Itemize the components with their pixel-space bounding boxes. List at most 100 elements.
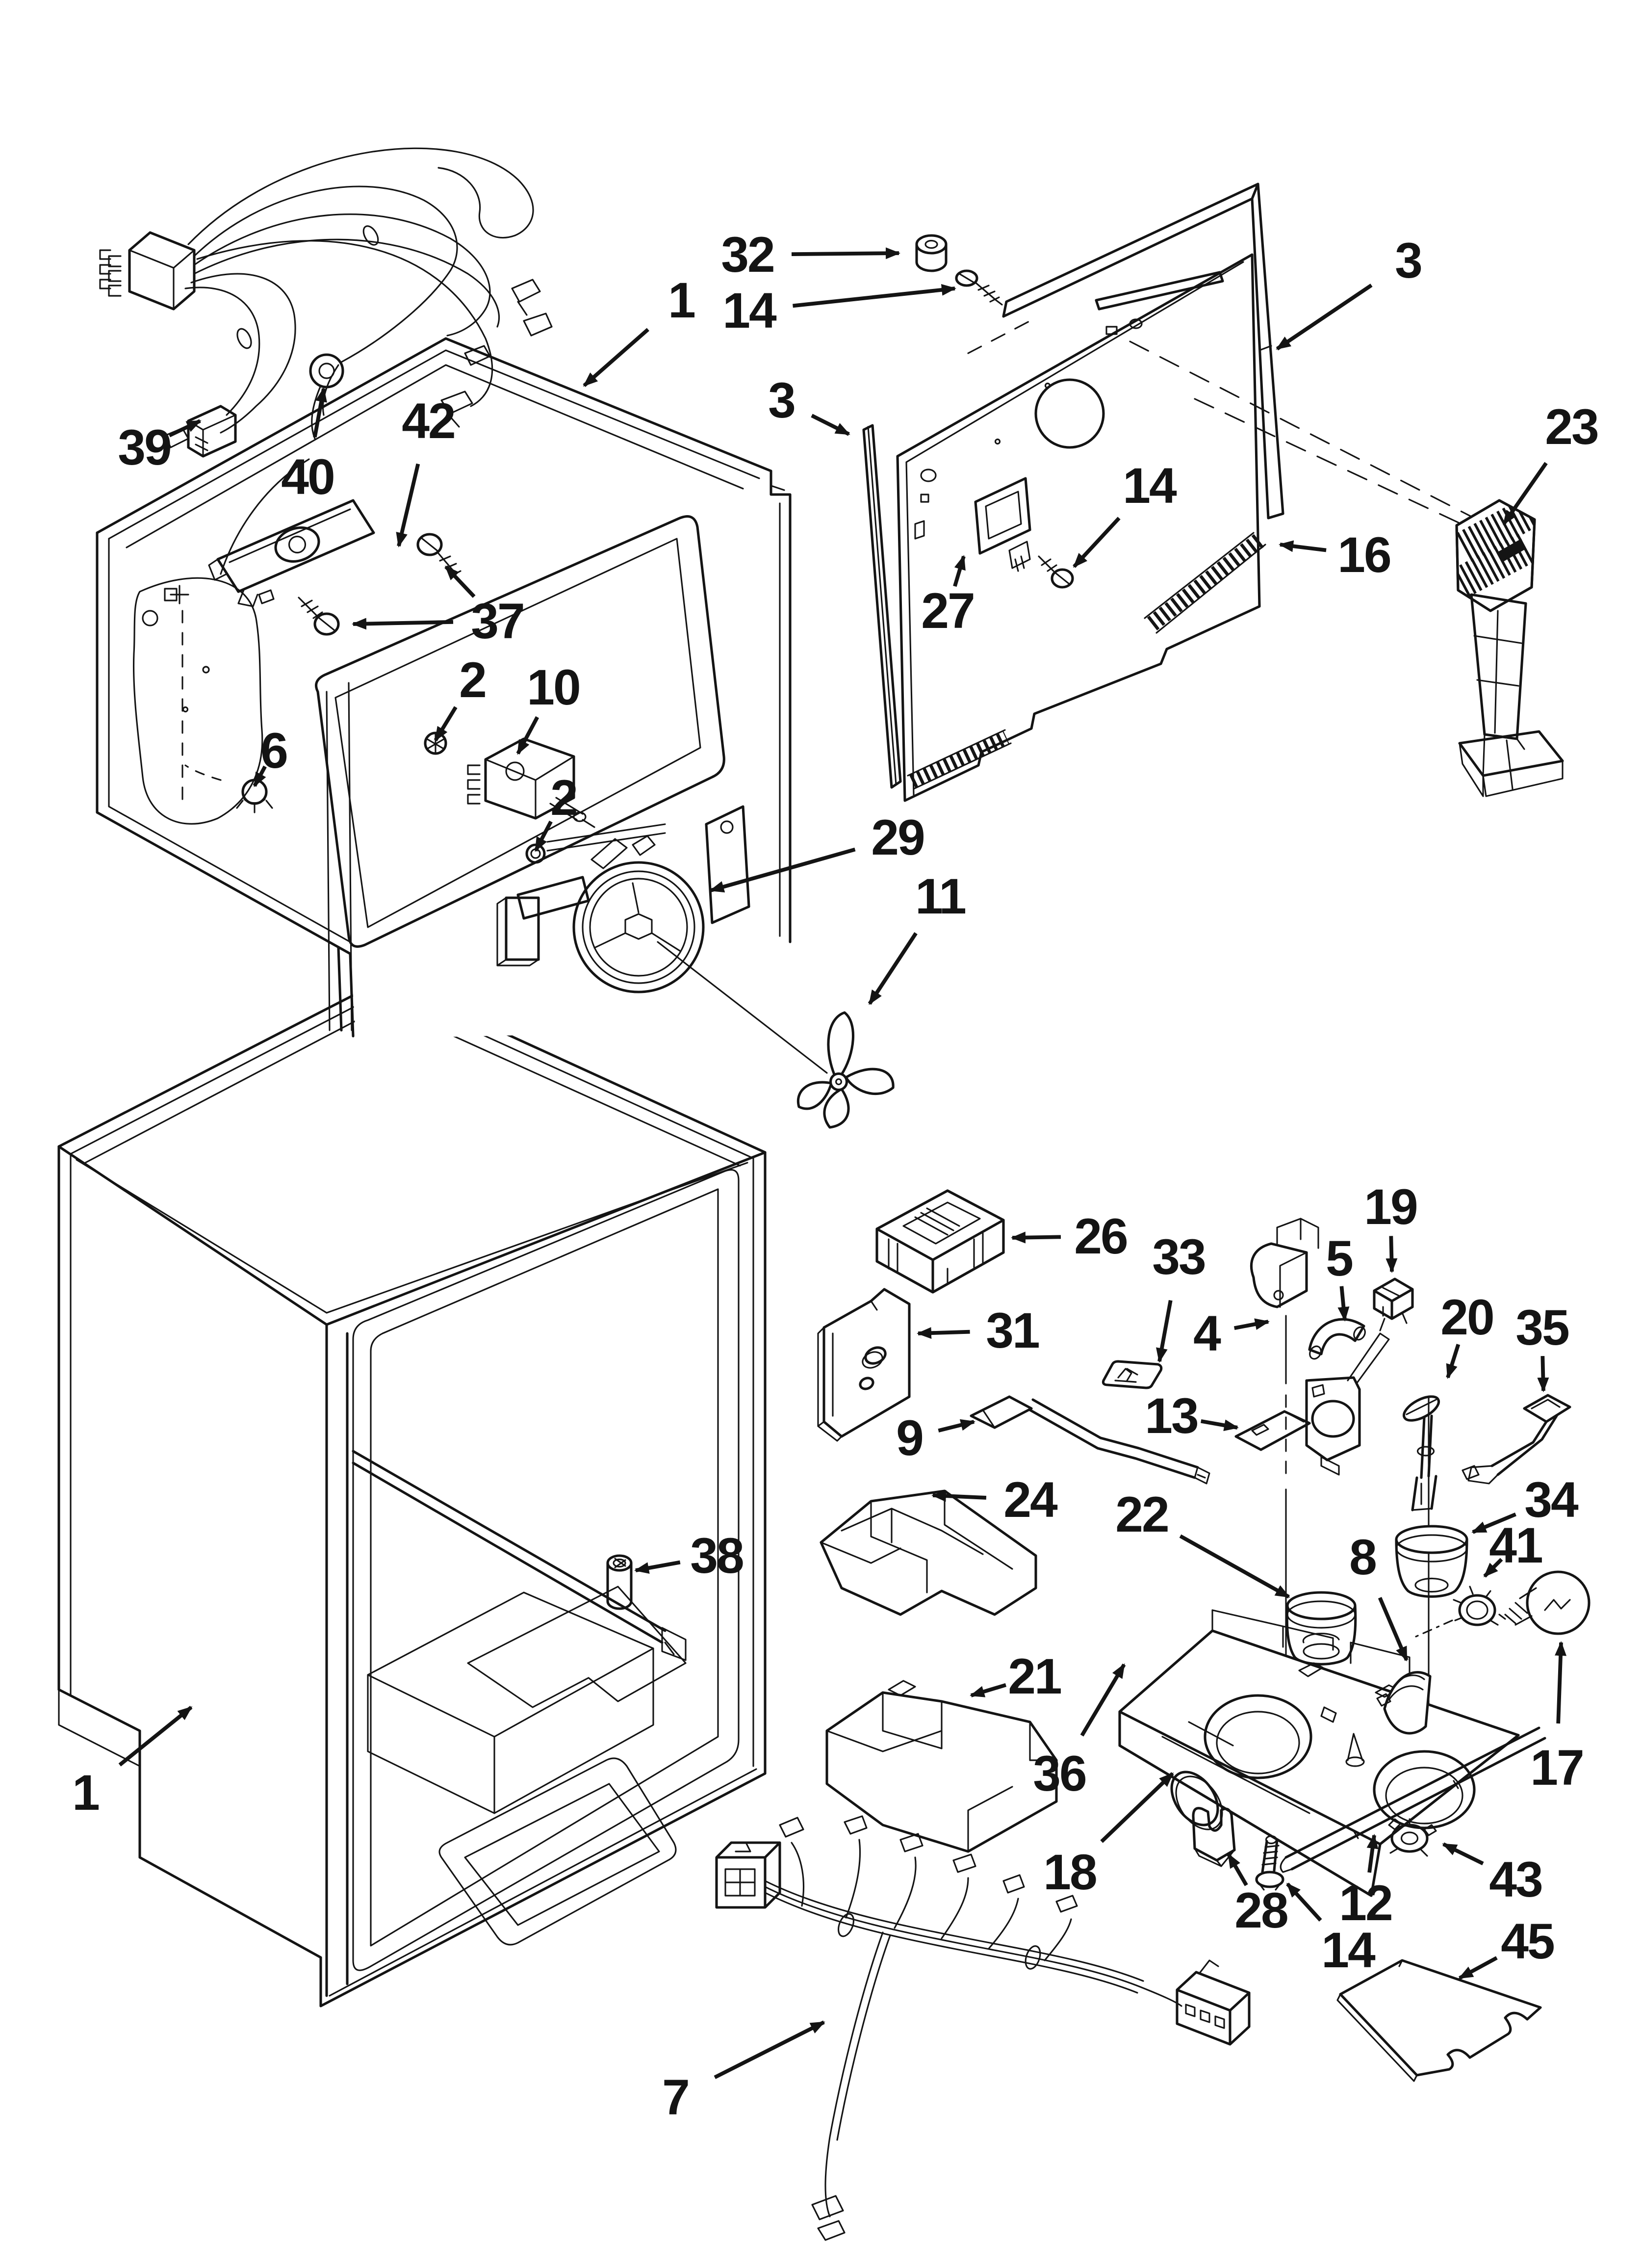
leader-arrow-28	[1227, 1853, 1248, 1886]
part-number-14: 14	[1123, 458, 1177, 514]
leader-arrow-42	[396, 463, 420, 547]
leader-arrow-29	[709, 847, 856, 893]
grommet-32	[915, 234, 948, 272]
part-number-40: 40	[281, 449, 334, 505]
part-number-22: 22	[1115, 1486, 1168, 1542]
part-number-34: 34	[1524, 1472, 1579, 1528]
leader-arrow-4	[1233, 1318, 1270, 1330]
part-number-35: 35	[1515, 1300, 1568, 1356]
leader-arrow-16	[1279, 540, 1327, 552]
standoff-38	[606, 1554, 633, 1610]
part-number-38: 38	[690, 1528, 743, 1584]
part-number-14: 14	[1321, 1922, 1376, 1978]
screws-37	[298, 533, 462, 636]
part-number-13: 13	[1145, 1388, 1198, 1444]
screw-14-bottom	[1255, 1835, 1284, 1891]
foam-shield-21	[825, 1680, 1058, 1853]
part-number-32: 32	[721, 227, 773, 283]
lamp-socket-41	[1411, 1586, 1499, 1639]
shield-paper-45	[1336, 1959, 1542, 2082]
leader-arrow-22	[1179, 1534, 1290, 1599]
part-number-12: 12	[1339, 1875, 1391, 1931]
support-clip-19	[1373, 1277, 1414, 1331]
leader-arrow-17	[1555, 1641, 1567, 1724]
upper-liner	[96, 337, 792, 1039]
part-number-1: 1	[668, 272, 694, 328]
part-number-23: 23	[1545, 399, 1598, 455]
part-number-6: 6	[260, 723, 287, 779]
leader-arrow-26	[1011, 1231, 1061, 1244]
part-number-7: 7	[662, 2069, 689, 2125]
leader-arrow-9	[938, 1419, 975, 1433]
console-housing-12	[1118, 1609, 1546, 1897]
leader-arrow-12	[1366, 1834, 1379, 1873]
leader-arrow-20	[1446, 1344, 1461, 1379]
fan-blade-11	[796, 1011, 895, 1129]
drain-strap-9	[970, 1395, 1210, 1485]
part-number-19: 19	[1364, 1179, 1416, 1235]
lamp-bracket-13	[1234, 1332, 1390, 1476]
part-number-43: 43	[1489, 1851, 1542, 1907]
duct-door-27	[974, 477, 1031, 572]
lamp-shield-8	[1376, 1671, 1432, 1735]
evaporator-cover-panel	[862, 182, 1481, 802]
leader-arrow-31	[917, 1327, 970, 1339]
part-number-17: 17	[1530, 1740, 1583, 1796]
cup-22	[1285, 1591, 1357, 1666]
part-number-9: 9	[896, 1410, 923, 1466]
part-number-36: 36	[1033, 1746, 1086, 1801]
foam-block-24	[820, 1489, 1037, 1616]
leader-arrow-38	[634, 1560, 681, 1574]
leader-arrow-32	[791, 247, 900, 260]
part-number-42: 42	[402, 393, 454, 449]
part-number-16: 16	[1337, 527, 1390, 583]
leader-arrow-27	[953, 555, 966, 587]
leader-arrow-24	[931, 1490, 987, 1502]
damper-motor-4	[1250, 1218, 1319, 1482]
harness-grommet-40	[309, 353, 344, 389]
leader-arrow-14	[793, 284, 956, 308]
damper-control-23	[1455, 499, 1564, 797]
leader-arrow-14	[1286, 1882, 1322, 1922]
defrost-timer-26	[875, 1189, 1005, 1294]
leader-arrow-3	[1276, 284, 1373, 351]
leader-arrow-14	[1073, 517, 1121, 568]
part-number-28: 28	[1234, 1882, 1287, 1938]
seal-band-left-3	[862, 424, 902, 789]
leader-arrow-8	[1378, 1597, 1409, 1662]
part-number-18: 18	[1043, 1844, 1096, 1900]
screw-14-top	[955, 269, 1003, 306]
vent-grille-16	[1147, 533, 1265, 631]
leader-arrow-19	[1385, 1236, 1398, 1273]
fan-shroud-29	[496, 805, 828, 1074]
leader-arrow-13	[1201, 1419, 1239, 1432]
leader-arrow-7	[714, 2020, 825, 2079]
leader-arrow-34	[1471, 1512, 1516, 1534]
light-bulb-17	[1498, 1570, 1591, 1635]
part-number-1: 1	[72, 1765, 99, 1821]
leader-arrow-18	[1100, 1772, 1174, 1843]
part-number-3: 3	[768, 372, 795, 428]
part-number-45: 45	[1501, 1913, 1554, 1969]
leader-arrow-2	[434, 706, 458, 742]
bracket-35	[1462, 1394, 1571, 1485]
part-number-26: 26	[1074, 1208, 1127, 1264]
leader-arrow-40	[313, 387, 327, 438]
part-number-39: 39	[118, 419, 170, 475]
fill-tube-20	[1402, 1395, 1440, 1512]
part-number-2: 2	[459, 652, 486, 708]
leader-arrow-37	[444, 565, 476, 598]
leader-arrow-1	[583, 328, 649, 387]
part-number-29: 29	[871, 809, 924, 865]
leader-arrow-23	[1502, 462, 1548, 525]
warning-tag-33	[1102, 1360, 1163, 1389]
control-bracket-42	[208, 499, 375, 607]
leader-arrow-6	[253, 765, 267, 787]
part-number-33: 33	[1152, 1229, 1205, 1285]
seal-band-right-3	[1002, 182, 1284, 520]
part-number-31: 31	[986, 1303, 1039, 1358]
shelf-rail	[352, 1450, 687, 1661]
part-number-14: 14	[722, 283, 777, 339]
